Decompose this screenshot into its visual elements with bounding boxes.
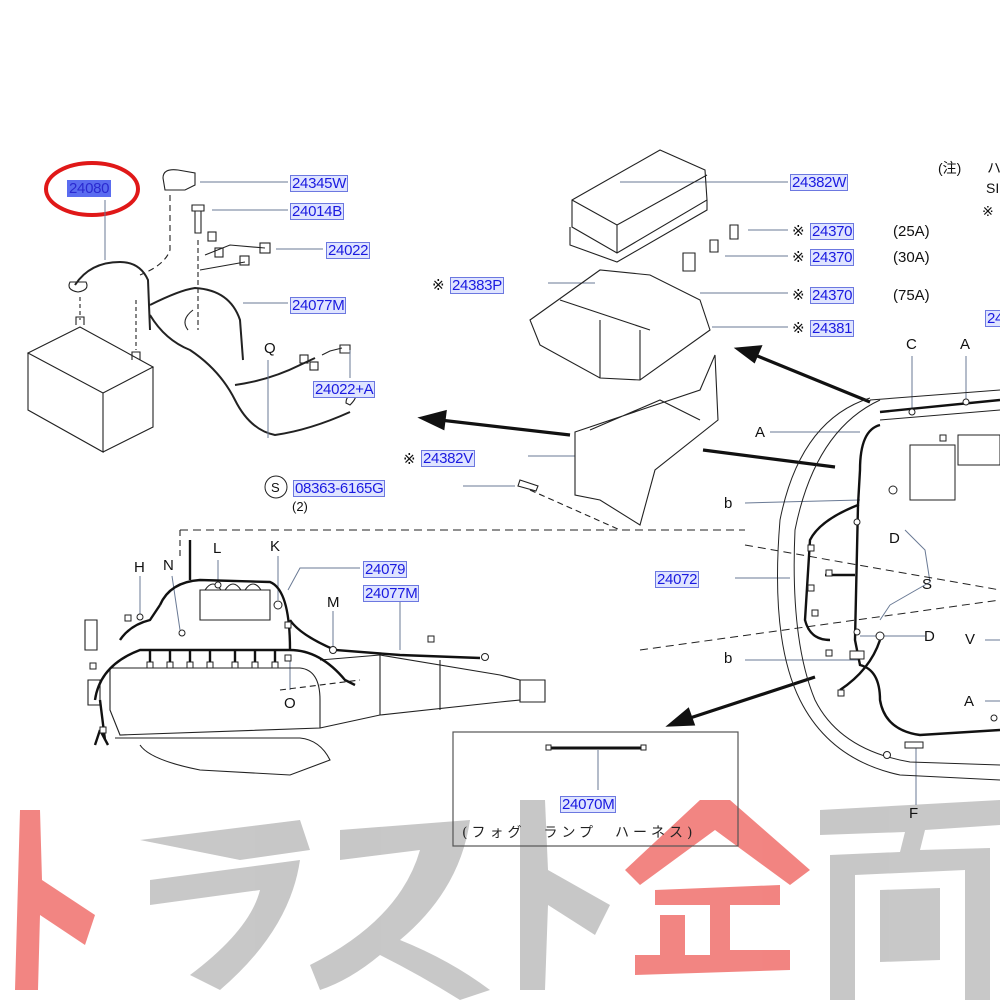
part-24014B[interactable]: 24014B [290, 203, 344, 220]
callout-D: D [924, 628, 935, 645]
asterisk-mark: ※ [792, 320, 805, 337]
callout-D: D [889, 530, 900, 547]
callout-C: C [906, 336, 917, 353]
callout-S: S [922, 576, 933, 593]
part-24381[interactable]: 24381 [810, 320, 855, 337]
leader-lines [104, 181, 1000, 805]
inset-box [452, 731, 739, 847]
callout-A: A [964, 693, 975, 710]
callout-F: F [909, 805, 919, 822]
callout-b: b [724, 495, 733, 512]
note-heading: (注) [938, 160, 962, 176]
part-24079[interactable]: 24079 [363, 561, 408, 578]
part-24370-25A[interactable]: 24370 [810, 223, 855, 240]
asterisk-mark: ※ [432, 277, 445, 294]
standard-part-symbol: S [271, 480, 280, 495]
callout-L: L [213, 540, 222, 557]
body-connectors [807, 398, 998, 759]
engine-harness [93, 540, 481, 746]
engine-connectors [89, 581, 489, 734]
callout-A: A [960, 336, 971, 353]
fuse-box-group [517, 149, 739, 531]
fuse-rating-30A: (30A) [893, 249, 930, 266]
part-24070M[interactable]: 24070M [560, 796, 617, 813]
part-24-partial[interactable]: 24 [985, 310, 1000, 327]
part-08363-6165G[interactable]: 08363-6165G [293, 480, 386, 497]
standard-part-circle [264, 475, 288, 499]
note-line-3: ※ [982, 203, 994, 219]
part-24382V[interactable]: 24382V [421, 450, 475, 467]
asterisk-mark: ※ [792, 249, 805, 266]
callout-V: V [965, 631, 976, 648]
part-24022[interactable]: 24022 [326, 242, 371, 259]
callout-K: K [270, 538, 281, 555]
asterisk-mark: ※ [403, 451, 416, 468]
part-24382W[interactable]: 24382W [790, 174, 849, 191]
inset-caption: (フォグ ランプ ハーネス) [462, 825, 697, 841]
part-24370-75A[interactable]: 24370 [810, 287, 855, 304]
note-line-2: SI [986, 180, 1000, 196]
fuse-rating-25A: (25A) [893, 223, 930, 240]
watermark-logo [15, 800, 1000, 1000]
quantity-label: (2) [292, 499, 308, 514]
battery-group [26, 169, 356, 453]
arrows [417, 345, 871, 727]
part-24383P[interactable]: 24383P [450, 277, 504, 294]
callout-A: A [755, 424, 766, 441]
engine-group [84, 529, 745, 776]
highlight-ring [44, 161, 140, 217]
callout-H: H [134, 559, 145, 576]
part-24080[interactable]: 24080 [67, 180, 112, 197]
note-line-1: ハ [987, 160, 1000, 176]
part-24077M-top[interactable]: 24077M [290, 297, 347, 314]
asterisk-mark: ※ [792, 287, 805, 304]
asterisk-mark: ※ [792, 223, 805, 240]
callout-N: N [163, 557, 174, 574]
part-24022-A[interactable]: 24022+A [313, 381, 376, 398]
callout-Q: Q [264, 340, 276, 357]
fuse-rating-75A: (75A) [893, 287, 930, 304]
callout-b: b [724, 650, 733, 667]
body-harness [803, 398, 1000, 737]
part-24345W[interactable]: 24345W [290, 175, 349, 192]
callout-O: O [284, 695, 296, 712]
part-24072[interactable]: 24072 [655, 571, 700, 588]
callout-M: M [327, 594, 340, 611]
vehicle-body [639, 389, 1000, 781]
part-24077M-bottom[interactable]: 24077M [363, 585, 420, 602]
part-24370-30A[interactable]: 24370 [810, 249, 855, 266]
